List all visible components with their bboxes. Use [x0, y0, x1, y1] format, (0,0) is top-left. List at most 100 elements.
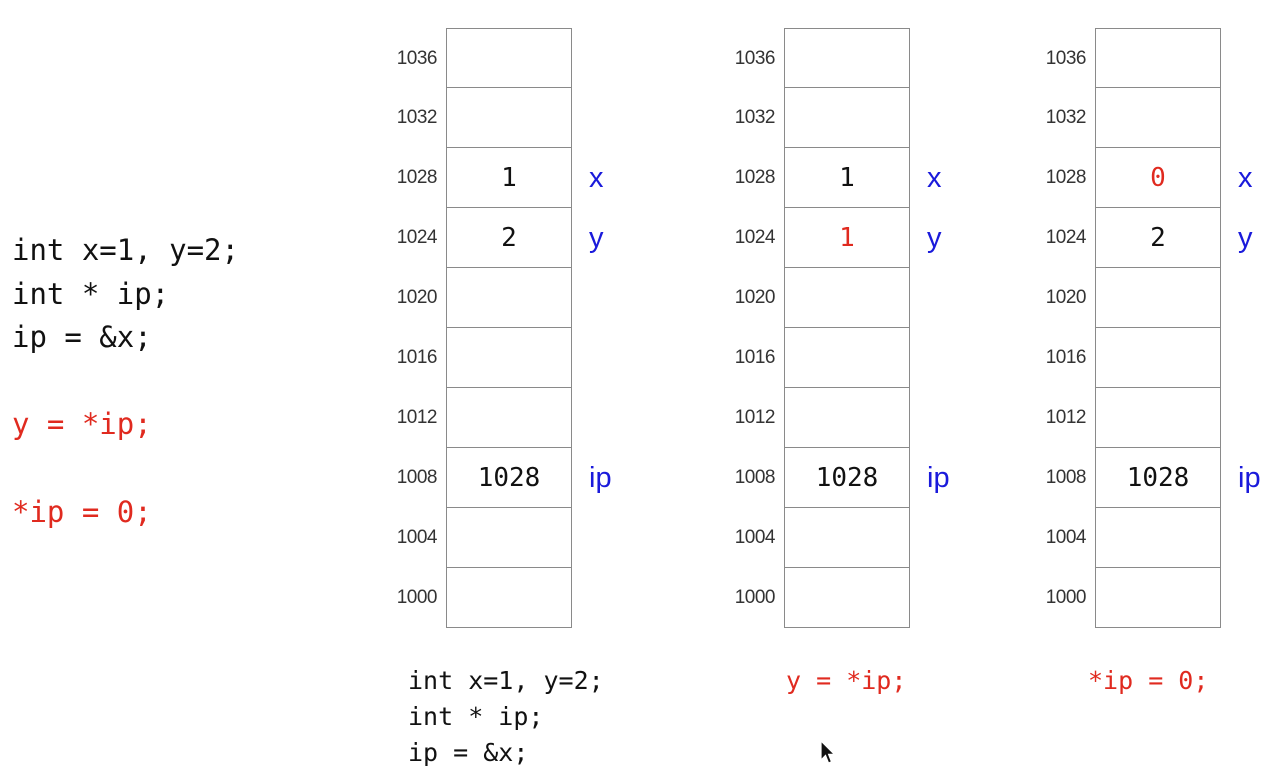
memory-value [1096, 568, 1220, 628]
memory-address: 1016 [1045, 347, 1087, 368]
memory-address: 1028 [396, 167, 438, 188]
memory-address: 1016 [734, 347, 776, 368]
code-line-4: y = *ip; [12, 407, 152, 441]
memory-value [1096, 388, 1220, 448]
memory-value [447, 508, 571, 568]
memory-address: 1004 [734, 527, 776, 548]
memory-cell: 1000 [397, 568, 572, 628]
memory-cell: 1020 [397, 268, 572, 328]
memory-cell: 1000 [735, 568, 910, 628]
memory-value: 1028 [1126, 463, 1190, 493]
memory-value [447, 268, 571, 328]
memory-value [1096, 29, 1220, 89]
panel-caption-line: y = *ip; [786, 666, 907, 695]
memory-value: 1 [839, 163, 855, 193]
memory-value [785, 568, 909, 628]
memory-address: 1036 [396, 48, 438, 69]
memory-address: 1012 [396, 407, 438, 428]
memory-cell: 1036 [1046, 28, 1221, 89]
code-line-1: int x=1, y=2; [12, 233, 239, 267]
memory-value [447, 388, 571, 448]
variable-label: y [589, 222, 604, 254]
memory-address: 1000 [734, 587, 776, 608]
memory-cell: 1032 [1046, 88, 1221, 148]
memory-cell: 1012 [1046, 388, 1221, 448]
memory-value [1096, 328, 1220, 388]
memory-value: 2 [1150, 223, 1166, 253]
memory-address: 1000 [396, 587, 438, 608]
memory-value [785, 88, 909, 148]
memory-value [1096, 268, 1220, 328]
memory-address: 1016 [396, 347, 438, 368]
memory-cell: 1016 [735, 328, 910, 388]
memory-address: 1012 [1045, 407, 1087, 428]
memory-value: 1 [501, 163, 517, 193]
memory-value: 0 [1150, 163, 1166, 193]
memory-cell: 1012 [397, 388, 572, 448]
memory-cell: 1004 [735, 508, 910, 568]
memory-cell: 1008 1028 ip [1046, 448, 1261, 508]
memory-address: 1024 [396, 227, 438, 248]
memory-address: 1012 [734, 407, 776, 428]
memory-cell: 1036 [397, 28, 572, 89]
memory-address: 1008 [734, 467, 776, 488]
variable-label: ip [1238, 462, 1261, 494]
memory-address: 1036 [734, 48, 776, 69]
memory-cell: 1028 0 x [1046, 148, 1253, 208]
memory-value [785, 388, 909, 448]
memory-cell: 1024 2 y [397, 208, 604, 268]
memory-value: 2 [501, 223, 517, 253]
memory-value: 1 [839, 223, 855, 253]
variable-label: x [927, 162, 942, 194]
memory-cell: 1032 [735, 88, 910, 148]
memory-value [447, 328, 571, 388]
panel-caption-line: int * ip; [408, 702, 544, 731]
memory-value [447, 29, 571, 89]
memory-cell: 1004 [397, 508, 572, 568]
memory-cell: 1036 [735, 28, 910, 89]
variable-label: x [1238, 162, 1253, 194]
memory-cell: 1016 [397, 328, 572, 388]
panel-caption-line: ip = &x; [408, 738, 529, 767]
code-line-3: ip = &x; [12, 320, 152, 354]
mouse-cursor-icon [820, 740, 836, 764]
memory-address: 1020 [1045, 287, 1087, 308]
memory-value: 1028 [815, 463, 879, 493]
memory-cell: 1020 [735, 268, 910, 328]
panel-caption-line: *ip = 0; [1088, 666, 1209, 695]
memory-cell: 1000 [1046, 568, 1221, 628]
memory-value [1096, 508, 1220, 568]
memory-address: 1020 [396, 287, 438, 308]
memory-value: 1028 [477, 463, 541, 493]
memory-value [785, 508, 909, 568]
memory-value [447, 568, 571, 628]
memory-address: 1024 [734, 227, 776, 248]
variable-label: ip [589, 462, 612, 494]
memory-value [785, 328, 909, 388]
memory-address: 1032 [1045, 107, 1087, 128]
memory-address: 1004 [1045, 527, 1087, 548]
memory-address: 1024 [1045, 227, 1087, 248]
memory-address: 1004 [396, 527, 438, 548]
memory-address: 1008 [1045, 467, 1087, 488]
memory-value [785, 268, 909, 328]
memory-address: 1008 [396, 467, 438, 488]
memory-cell: 1012 [735, 388, 910, 448]
memory-cell: 1020 [1046, 268, 1221, 328]
variable-label: x [589, 162, 604, 194]
code-line-5: *ip = 0; [12, 495, 152, 529]
memory-value [447, 88, 571, 148]
memory-value [1096, 88, 1220, 148]
memory-cell: 1004 [1046, 508, 1221, 568]
code-line-2: int * ip; [12, 277, 170, 311]
memory-value [785, 29, 909, 89]
memory-address: 1032 [734, 107, 776, 128]
memory-address: 1028 [1045, 167, 1087, 188]
memory-address: 1020 [734, 287, 776, 308]
